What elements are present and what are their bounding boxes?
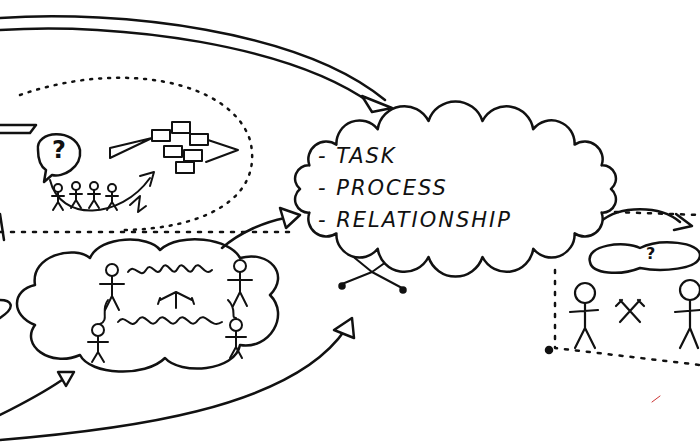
stick-people-row <box>52 182 118 210</box>
dotted-boundary <box>555 270 700 365</box>
curved-arrow <box>600 209 680 222</box>
curved-arrow <box>222 218 285 248</box>
question-mark: ? <box>52 136 66 164</box>
arrow-head <box>674 214 692 230</box>
cloud-node: - TASK - PROCESS - RELATIONSHIP <box>288 108 623 270</box>
curved-arrow <box>0 28 372 104</box>
arrow-head <box>140 172 154 186</box>
list-item: - TASK <box>318 144 397 168</box>
curved-arrow <box>0 330 345 440</box>
arrow-tail <box>0 125 36 133</box>
team-people <box>88 260 252 362</box>
dot <box>340 284 345 289</box>
conflict-people <box>570 280 700 348</box>
thought-bubble <box>38 134 80 182</box>
question-mark: ? <box>646 244 655 263</box>
arrow-head <box>362 96 392 112</box>
curved-arrow <box>0 380 62 415</box>
arrow-head <box>334 318 354 338</box>
mark <box>0 214 4 240</box>
small-cloud <box>590 242 700 272</box>
dot <box>546 347 552 353</box>
edge-shape <box>0 300 11 318</box>
dot <box>401 288 406 293</box>
arrow-head <box>58 372 74 386</box>
squiggle <box>130 196 146 212</box>
network-sketch <box>110 122 238 173</box>
arrow-head <box>280 208 300 228</box>
dotted-divider <box>615 212 700 215</box>
list-item: - RELATIONSHIP <box>318 208 512 232</box>
curved-arrow <box>50 178 150 211</box>
dotted-boundary <box>20 78 252 230</box>
team-cloud <box>17 239 278 371</box>
cloud-path <box>295 101 616 276</box>
mark <box>652 396 660 402</box>
list-item: - PROCESS <box>318 176 448 200</box>
